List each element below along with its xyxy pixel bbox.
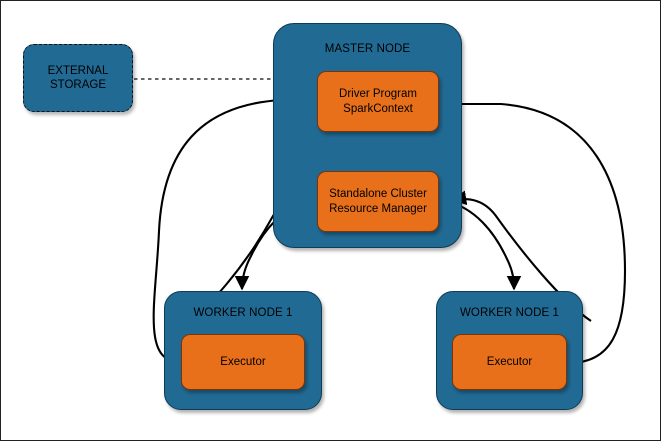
external-storage-label-line2: STORAGE	[49, 79, 107, 91]
resource-manager-label-line1: Standalone Cluster	[329, 188, 427, 201]
resource-manager-label-line2: Resource Manager	[329, 202, 427, 215]
resource-manager-node[interactable]: Standalone Cluster Resource Manager	[317, 171, 439, 232]
driver-program-label-line2: SparkContext	[343, 102, 413, 115]
worker-node-1-label: WORKER NODE 1	[193, 307, 293, 319]
executor-1-node[interactable]: Executor	[181, 334, 305, 390]
executor-2-label: Executor	[486, 355, 533, 368]
master-node-label: MASTER NODE	[324, 43, 411, 55]
driver-program-label-line1: Driver Program	[339, 88, 417, 101]
external-storage-node[interactable]: EXTERNAL STORAGE	[23, 44, 133, 112]
driver-program-node[interactable]: Driver Program SparkContext	[317, 71, 439, 132]
executor-1-label: Executor	[220, 355, 266, 368]
executor-2-node[interactable]: Executor	[452, 334, 567, 390]
external-storage-label-line1: EXTERNAL	[47, 64, 109, 77]
worker-node-2-label: WORKER NODE 1	[459, 307, 560, 319]
